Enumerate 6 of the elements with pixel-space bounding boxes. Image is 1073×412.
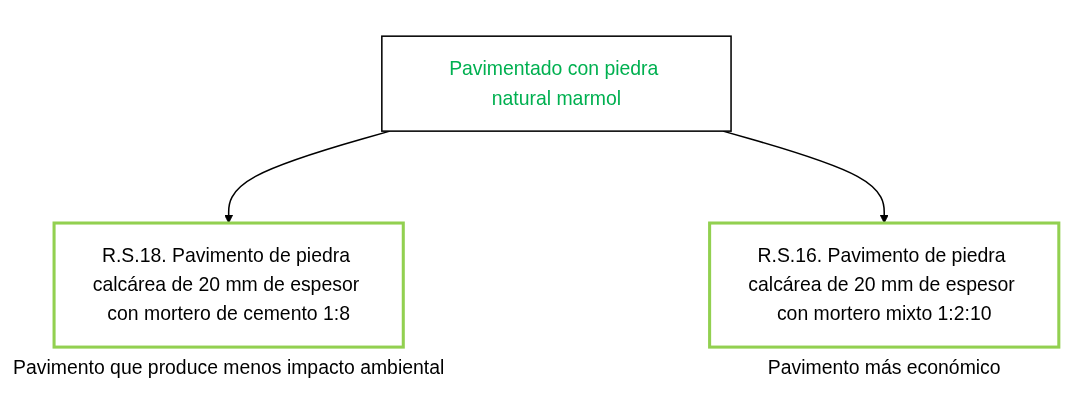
node-caption: Pavimento que produce menos impacto ambiental	[12, 355, 444, 378]
node-box: R.S.16. Pavimento de piedra calcárea de 20 mm de espesor con mortero mixto 1:2:10	[707, 221, 1060, 349]
arrow	[223, 130, 391, 224]
node-box: Pavimentado con piedra natural marmol	[380, 35, 732, 132]
node-caption: Pavimento más económico	[767, 355, 1001, 378]
node-box: R.S.18. Pavimento de piedra calcárea de 20 mm de espesor con mortero de cemento 1:8	[52, 221, 405, 349]
